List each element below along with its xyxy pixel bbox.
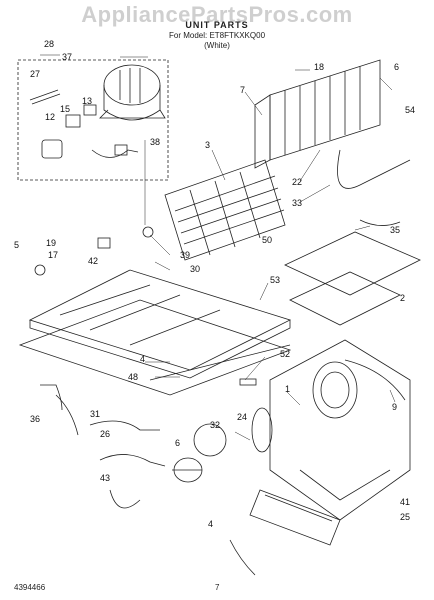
clip-19 [97, 237, 111, 249]
callout-22: 22 [292, 177, 302, 187]
sensor-wire [359, 219, 401, 226]
callout-53: 53 [270, 275, 280, 285]
callout-5: 5 [14, 240, 19, 250]
watermark: AppliancePartsPros.com [81, 2, 353, 27]
callout-31: 31 [90, 409, 100, 419]
callout-39: 39 [180, 250, 190, 260]
callout-12: 12 [45, 112, 55, 122]
callout-30: 30 [190, 264, 200, 274]
start-relay [41, 139, 63, 159]
evaporator-coil [164, 159, 286, 261]
grommet [142, 226, 154, 238]
callout-42: 42 [88, 256, 98, 266]
callout-48: 48 [128, 372, 138, 382]
tube-43 [99, 454, 166, 467]
base-frame [28, 269, 292, 379]
callout-24: 24 [237, 412, 247, 422]
relay-tube [29, 89, 61, 105]
callout-2: 2 [400, 293, 405, 303]
callout-52: 52 [280, 349, 290, 359]
drain-pan [249, 489, 341, 546]
callout-1: 1 [285, 384, 290, 394]
callout-33: 33 [292, 198, 302, 208]
callout-7: 7 [240, 85, 245, 95]
callout-37: 37 [62, 52, 72, 62]
callout-19: 19 [46, 238, 56, 248]
compressor-kit-box [17, 59, 169, 181]
callout-36: 36 [30, 414, 40, 424]
callout-32: 32 [210, 420, 220, 430]
connector [114, 144, 128, 156]
page-number: 7 [215, 583, 220, 592]
callout-28: 28 [44, 39, 54, 49]
callout-41: 41 [400, 497, 410, 507]
callout-4: 4 [208, 519, 213, 529]
harness-9 [344, 359, 406, 401]
harness-wire [91, 149, 139, 158]
callout-13: 13 [82, 96, 92, 106]
color-line: (White) [204, 41, 230, 50]
compressor [99, 64, 166, 121]
callout-4: 4 [140, 354, 145, 364]
callout-26: 26 [100, 429, 110, 439]
heater-tube [337, 149, 411, 189]
tube-36 [40, 384, 63, 411]
fan-bracket [269, 339, 411, 521]
callout-17: 17 [48, 250, 58, 260]
condenser-coil [254, 59, 381, 169]
callout-43: 43 [100, 473, 110, 483]
condenser-fan [172, 407, 273, 483]
tube-26 [89, 420, 160, 431]
tube-31 [55, 394, 79, 436]
callout-6: 6 [394, 62, 399, 72]
callout-15: 15 [60, 104, 70, 114]
control-plate [284, 231, 421, 296]
bolt-52 [239, 378, 257, 386]
callout-35: 35 [390, 225, 400, 235]
callout-3: 3 [205, 140, 210, 150]
callout-50: 50 [262, 235, 272, 245]
washer [34, 264, 46, 276]
callout-6: 6 [175, 438, 180, 448]
callout-27: 27 [30, 69, 40, 79]
callout-9: 9 [392, 402, 397, 412]
page-title: UNIT PARTS [185, 20, 249, 30]
bottom-plate [18, 299, 292, 396]
rail-48 [149, 344, 291, 381]
model-line: For Model: ET8FTKXKQ00 [168, 31, 266, 40]
relay-part [65, 114, 81, 128]
callout-25: 25 [400, 512, 410, 522]
document-id: 4394466 [14, 583, 46, 592]
callout-54: 54 [405, 105, 415, 115]
overload-part [83, 104, 97, 116]
tube-2 [109, 489, 141, 509]
callout-38: 38 [150, 137, 160, 147]
drain-hose [229, 539, 256, 576]
callout-18: 18 [314, 62, 324, 72]
cover-plate [289, 271, 401, 326]
